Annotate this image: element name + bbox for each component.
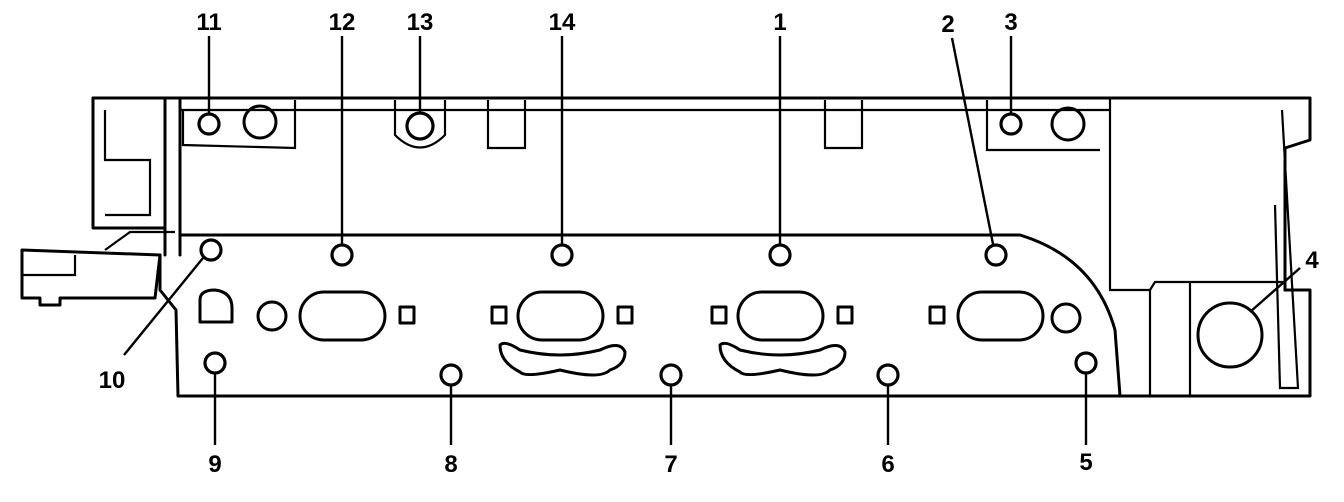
- bolt-hole-14: [550, 243, 574, 267]
- callout-label-4: 4: [1305, 247, 1319, 274]
- bolt-hole-2: [984, 243, 1008, 267]
- callout-label-13: 13: [407, 9, 434, 36]
- callout-label-11: 11: [196, 9, 221, 36]
- callout-label-9: 9: [208, 451, 221, 478]
- callout-label-3: 3: [1004, 9, 1017, 36]
- callout-label-7: 7: [664, 451, 677, 478]
- callout-label-5: 5: [1079, 449, 1092, 476]
- bolt-hole-12: [330, 243, 354, 267]
- bolt-hole-13: [405, 111, 435, 141]
- bolt-hole-6: [876, 363, 900, 387]
- callout-label-8: 8: [444, 451, 457, 478]
- bolt-callouts: 1 2 3 4 5 6 7 8 9 10: [99, 9, 1320, 478]
- intake-exhaust-ports: [256, 290, 1082, 377]
- callout-label-1: 1: [773, 9, 786, 36]
- bolt-hole-3: [999, 112, 1023, 136]
- bolt-hole-1: [768, 243, 792, 267]
- bolt-hole-10: [199, 238, 223, 262]
- callout-label-12: 12: [329, 9, 356, 36]
- callout-label-10: 10: [99, 367, 126, 394]
- callout-label-2: 2: [941, 11, 954, 38]
- bolt-hole-8: [439, 363, 463, 387]
- bolt-hole-7: [659, 363, 683, 387]
- callout-label-6: 6: [881, 451, 894, 478]
- bolt-hole-9: [203, 351, 227, 375]
- callout-label-14: 14: [549, 9, 576, 36]
- cylinder-head-outline: [20, 96, 1312, 398]
- bolt-hole-5: [1074, 351, 1098, 375]
- bolt-hole-11: [197, 112, 221, 136]
